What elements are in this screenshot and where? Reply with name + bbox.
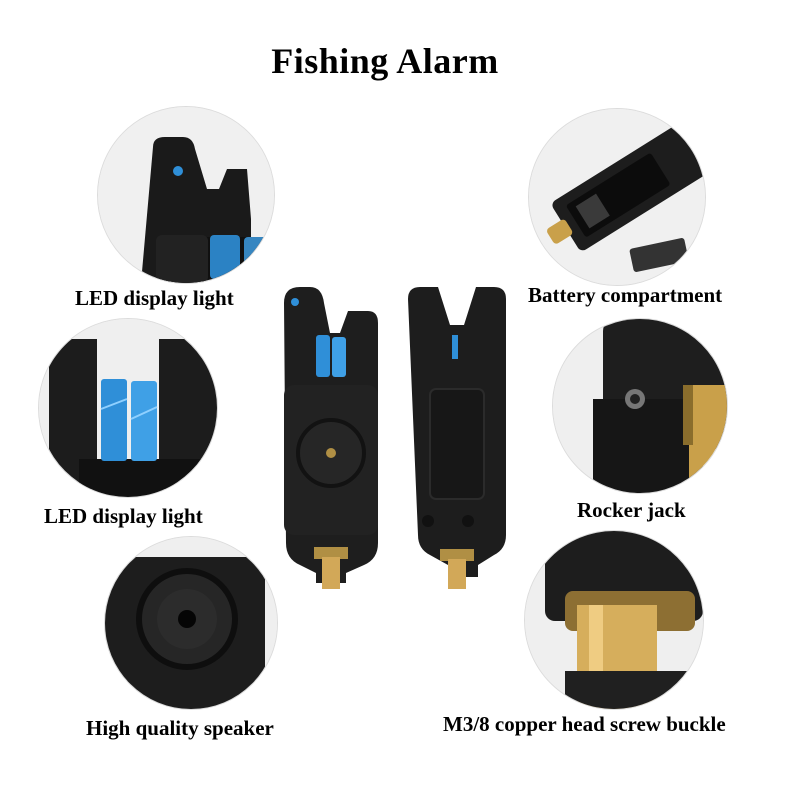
led-closeup-photo-2 xyxy=(38,318,218,498)
led-closeup-photo xyxy=(97,106,275,284)
speaker-closeup-photo xyxy=(104,536,278,710)
page-title: Fishing Alarm xyxy=(271,41,499,81)
copper-screw-photo xyxy=(524,530,704,710)
caption-copper-head-screw-buckle: M3/8 copper head screw buckle xyxy=(443,712,726,736)
caption-high-quality-speaker: High quality speaker xyxy=(86,716,274,740)
caption-led-display-light-top: LED display light xyxy=(75,286,234,310)
alarm-back-photo xyxy=(404,285,510,590)
caption-led-display-light-mid: LED display light xyxy=(44,504,203,528)
alarm-front-photo xyxy=(278,285,384,590)
rocker-jack-photo xyxy=(552,318,728,494)
caption-rocker-jack: Rocker jack xyxy=(577,498,686,522)
battery-compartment-photo xyxy=(528,108,706,286)
caption-battery-compartment: Battery compartment xyxy=(528,283,723,307)
